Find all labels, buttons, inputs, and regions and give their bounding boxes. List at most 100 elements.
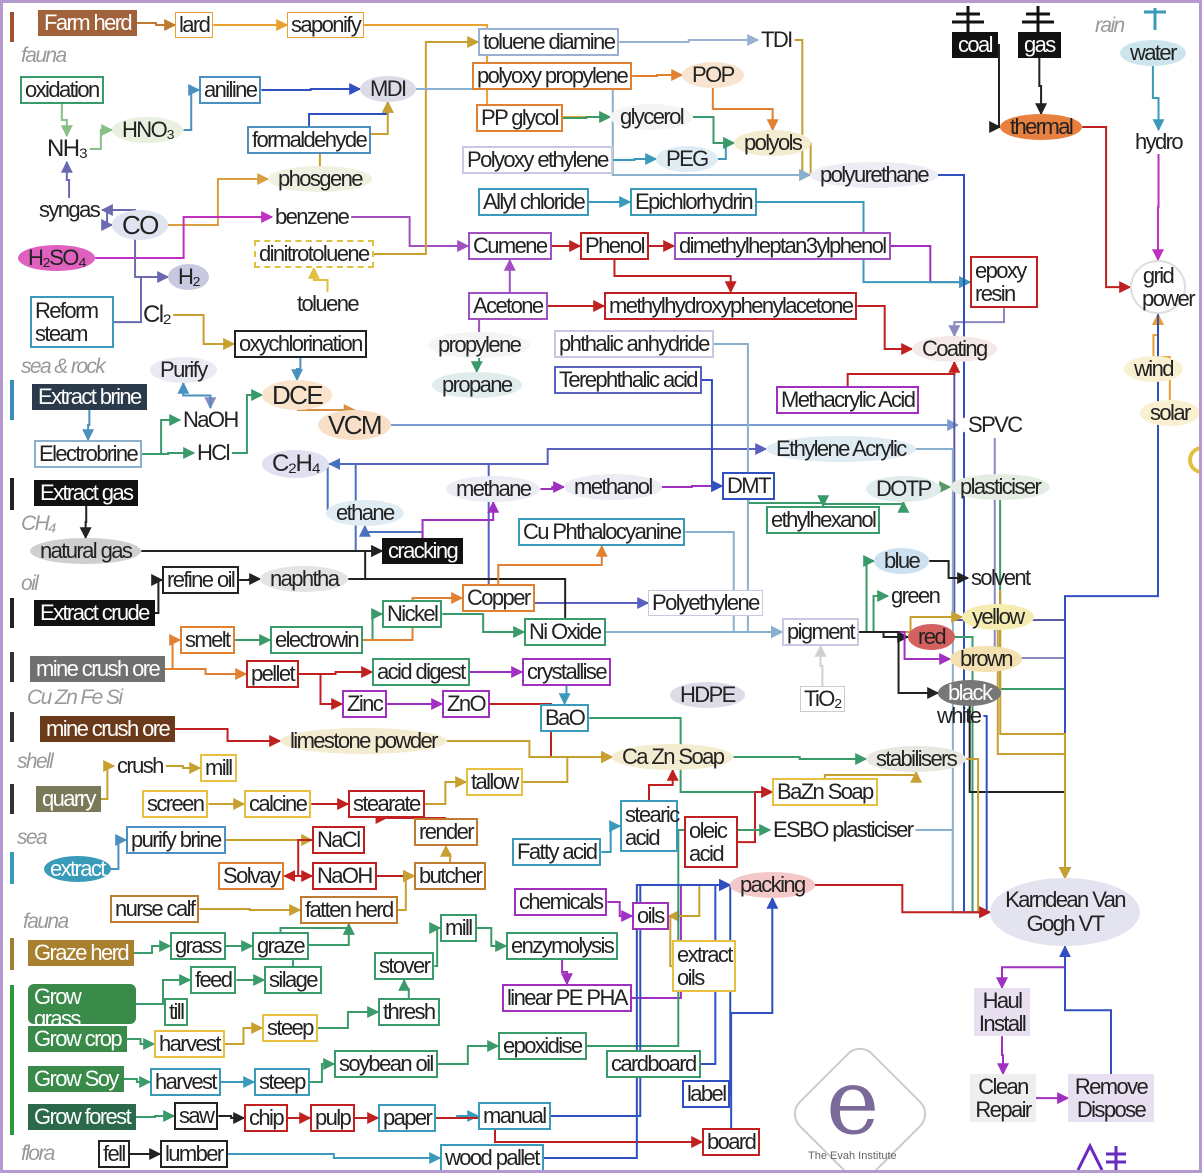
node-chip: chip [244, 1104, 288, 1132]
node-fatty-acid: Fatty acid [512, 838, 602, 866]
edge-formaldehyde-to-mdi [308, 100, 394, 126]
node-cu-phthalocyanine: Cu Phthalocyanine [518, 518, 686, 546]
edge-steep1-to-thresh [317, 1006, 380, 1029]
node-limestone-powder: limestone powder [280, 728, 447, 754]
node-cardboard: cardboard [606, 1050, 701, 1078]
edge-cuphthalo-to-pigment [685, 531, 784, 638]
node-naoh: NaOH [183, 407, 239, 432]
source-bar [10, 712, 14, 742]
node-fatten-herd: fatten herd [300, 896, 398, 924]
node-harvest: harvest [154, 1030, 225, 1058]
edge-fattyacid-to-stearicacid [601, 820, 622, 853]
node-graze-herd: Graze herd [28, 940, 135, 966]
edge-methylhydroxy-to-coating [857, 305, 914, 355]
edge-minecrush1-to-smelt [165, 634, 182, 670]
edge-tio2-to-pigment [814, 644, 827, 686]
node-phenol: Phenol [580, 232, 649, 260]
edge-stearicacid-to-cazn [648, 768, 679, 800]
node-manual: manual [478, 1102, 551, 1130]
edge-c2h4-to-polyethylene [329, 463, 650, 609]
edge-ethane-to-c2h4 [318, 458, 331, 514]
source-bar [10, 784, 14, 814]
node-pp-glycol: PP glycol [476, 104, 563, 132]
node-screen: screen [142, 790, 209, 818]
label-oil: oil [21, 572, 39, 595]
node-electrowin: electrowin [270, 626, 364, 654]
node-white: white [937, 703, 982, 728]
node-chemicals: chemicals [514, 888, 608, 916]
edge-cracking-to-methane [421, 500, 500, 538]
edge-minecrush1-to-pellet [165, 668, 248, 680]
node-stabilisers: stabilisers [866, 746, 967, 772]
label-cu-zn-fe-si: Cu Zn Fe Si [27, 686, 123, 709]
node-silage: silage [264, 966, 322, 994]
node-till: till [164, 998, 189, 1026]
edge-syngas-to-nh3 [60, 160, 73, 198]
node-mine-crush-ore-1: mine crush ore [30, 656, 166, 682]
node-allyl-chloride: Allyl chloride [478, 188, 590, 216]
node-phthalic-anhydride: phthalic anhydride [554, 330, 714, 358]
node-polyoxy-ethylene: Polyoxy ethylene [462, 146, 613, 174]
edge-nh3-to-hno3 [89, 124, 114, 150]
node-polyethylene: Polyethylene [648, 590, 763, 616]
edge-methacrylic-to-coating [846, 360, 961, 386]
edge-glycerol-to-polyols [693, 116, 736, 149]
node-spvc: SPVC [958, 412, 1032, 438]
node-feed: feed [190, 966, 237, 994]
edge-nickel-to-nioxide [442, 613, 526, 638]
label-fauna: fauna [21, 44, 67, 67]
node-brown: brown [950, 646, 1022, 672]
logo-caption: The Evah Institute [808, 1150, 897, 1162]
node-extract-brine: Extract brine [32, 384, 147, 410]
node-graze: graze [252, 932, 310, 960]
node-board: board [702, 1128, 761, 1156]
node-clean-repair: Clean Repair [970, 1074, 1036, 1123]
node-hcl: HCl [197, 440, 230, 465]
node-methacrylic-acid: Methacrylic Acid [776, 386, 920, 414]
edge-plasticiser-to-karndean [999, 500, 1071, 880]
node-lumber: lumber [160, 1140, 228, 1168]
edge-extractoils-to-oils [667, 910, 680, 968]
node-grow-forest: Grow forest [28, 1104, 137, 1130]
edge-bazn-to-stabilisers [823, 770, 923, 783]
node-polyoxy-propylene: polyoxy propylene [472, 62, 633, 90]
node-label: label [682, 1080, 731, 1108]
node-esbo-plasticiser: ESBO plasticiser [773, 817, 914, 842]
edge-farmherd-to-lard [137, 19, 177, 31]
edge-packing-to-karndean [814, 884, 992, 919]
edge-toluenediamine-to-tdi [619, 34, 760, 46]
node-grow-soy: Grow Soy [28, 1066, 124, 1092]
edge-cazn-to-stabilisers [733, 753, 868, 765]
edge-pigment-to-black [859, 631, 940, 699]
node-extract-gas: Extract gas [34, 480, 139, 506]
edge-mill2-to-enzymolysis [476, 927, 508, 952]
node-dotp: DOTP [866, 476, 941, 502]
node-acid-digest: acid digest [372, 658, 470, 686]
edge-phenol-to-methylhydroxy [613, 260, 737, 294]
node-benzene: benzene [275, 204, 350, 229]
node-epoxidise: epoxidise [498, 1032, 587, 1060]
edge-chemicals-to-oils [607, 901, 634, 922]
edge-toluene-to-dinitrotoluene [307, 266, 329, 292]
node-wind: wind [1124, 356, 1183, 382]
node-cumene: Cumene [468, 232, 552, 260]
edge-benzene-to-cumene [351, 216, 470, 252]
node-dimethylheptan3ylphenol: dimethylheptan3ylphenol [674, 232, 891, 260]
node-crush: crush [117, 753, 164, 778]
edge-co-to-phosgene [167, 173, 270, 226]
label-flora: flora [21, 1142, 55, 1165]
edge-limestone-to-cazn [446, 740, 614, 763]
edge-dotp-to-plasticiser [939, 481, 952, 493]
source-bar [10, 380, 14, 420]
node-stearic-acid: stearic acid [620, 800, 680, 853]
node-h2: H₂ [168, 264, 210, 290]
node-nurse-calf: nurse calf [110, 895, 200, 923]
node-zinc: Zinc [342, 690, 388, 718]
node-quarry: quarry [36, 786, 101, 812]
node-cazn-soap: Ca Zn Soap [612, 744, 734, 770]
node-solar: solar [1140, 400, 1200, 426]
edge-solvent-to-karndean [999, 590, 1071, 880]
node-coating: Coating [912, 336, 997, 362]
edge-dinitrotoluene-to-toluenediamine [373, 36, 480, 255]
